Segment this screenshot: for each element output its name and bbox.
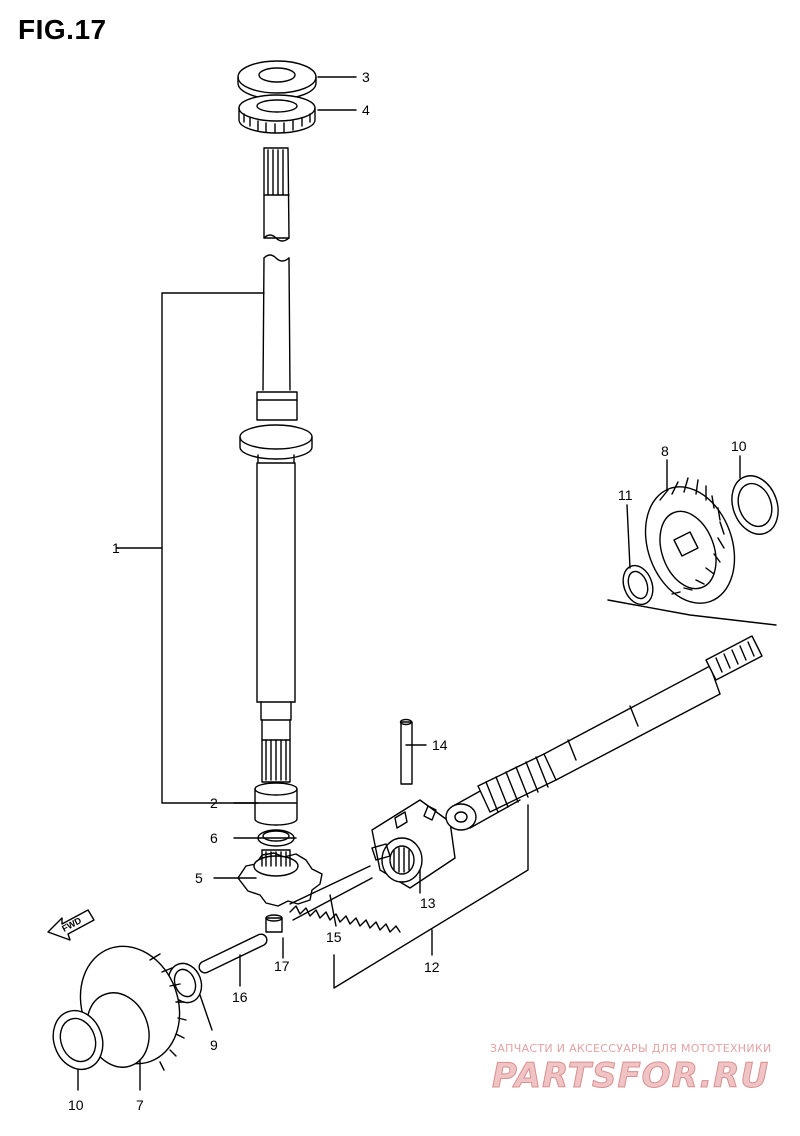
fwd-arrow xyxy=(47,909,95,941)
callout-7: 7 xyxy=(136,1097,144,1113)
callout-12: 12 xyxy=(424,959,440,975)
part-12-propeller-shaft xyxy=(445,635,763,831)
callout-9: 9 xyxy=(210,1037,218,1053)
part-17-roller xyxy=(265,914,283,933)
callout-2: 2 xyxy=(210,795,218,811)
part-10-shim-upper xyxy=(731,475,779,535)
callout-11: 11 xyxy=(618,487,633,503)
watermark-tagline: ЗАПЧАСТИ И АКСЕССУАРЫ ДЛЯ МОТОТЕХНИКИ xyxy=(490,1042,772,1055)
callout-17: 17 xyxy=(274,958,290,974)
callout-16: 16 xyxy=(232,989,248,1005)
part-13-clutch-dog xyxy=(371,799,456,889)
callout-14: 14 xyxy=(432,737,448,753)
part-5-pinion-gear xyxy=(237,849,323,907)
leader-8-line xyxy=(607,599,777,626)
bracket-part-12 xyxy=(333,804,529,989)
part-3-washer xyxy=(237,60,317,100)
part-2-bushing xyxy=(254,782,298,826)
bracket-part-1 xyxy=(161,292,265,804)
callout-13: 13 xyxy=(420,895,436,911)
part-16-pin xyxy=(198,933,268,974)
part-11-shim xyxy=(622,564,654,606)
callout-8: 8 xyxy=(661,443,669,459)
callout-3: 3 xyxy=(362,69,370,85)
figure-title: FIG.17 xyxy=(18,14,107,45)
callout-5: 5 xyxy=(195,870,203,886)
callout-10-upper: 10 xyxy=(731,438,747,454)
part-10-shim-lower xyxy=(52,1009,104,1071)
callout-15: 15 xyxy=(326,929,342,945)
part-15-spring xyxy=(289,865,401,933)
watermark-logo: PARTSFOR.RU xyxy=(491,1056,770,1097)
part-8-forward-gear xyxy=(644,477,736,604)
callout-1: 1 xyxy=(112,540,120,556)
part-14-pin xyxy=(399,718,413,785)
part-4-thrust-bearing xyxy=(238,94,316,134)
callout-4: 4 xyxy=(362,102,370,118)
part-1-drive-shaft xyxy=(239,147,313,783)
callout-10-lower: 10 xyxy=(68,1097,84,1113)
callout-6: 6 xyxy=(210,830,218,846)
